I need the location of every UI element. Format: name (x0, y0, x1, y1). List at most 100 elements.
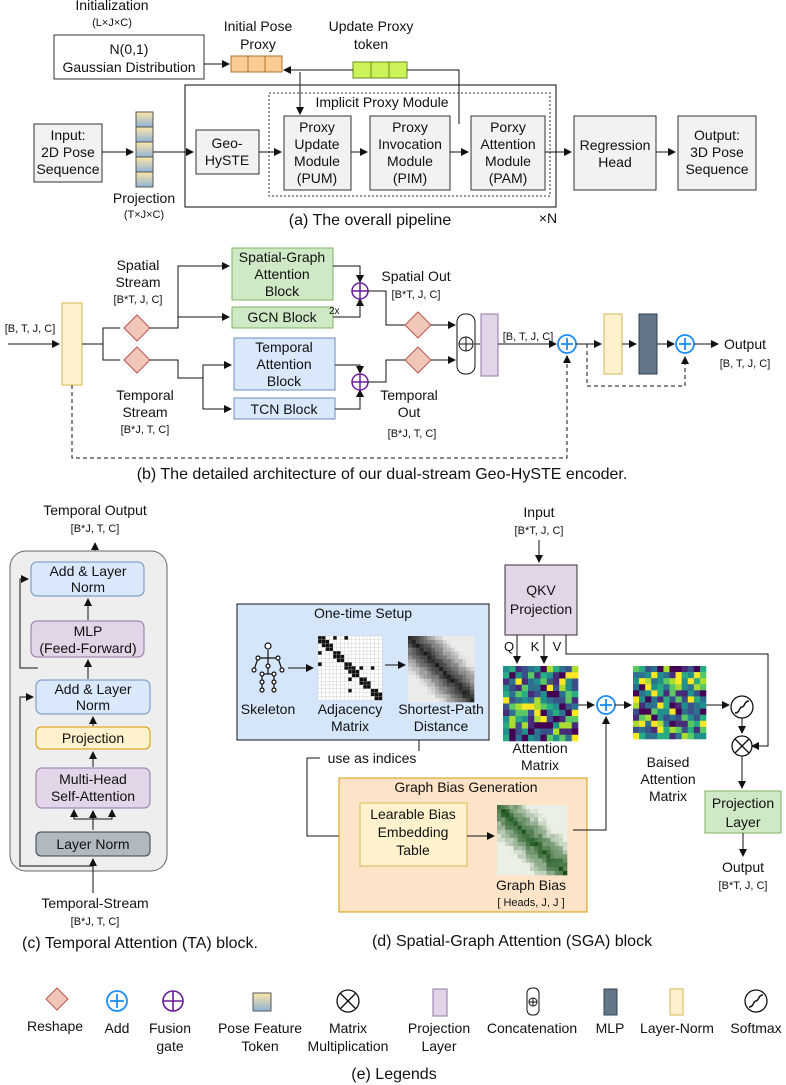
matrix-cell (505, 870, 510, 876)
matrix-cell (534, 862, 539, 868)
matrix-cell (344, 658, 349, 663)
line-to-temporal-reshape (102, 344, 120, 361)
matrix-cell (513, 842, 518, 847)
matrix-cell (366, 658, 372, 663)
matrix-cell (529, 805, 535, 810)
matrix-cell (657, 726, 664, 734)
legend-layernorm-label: Layer-Norm (640, 1020, 714, 1036)
matrix-cell (355, 673, 360, 678)
input-2d-label-2: 2D Pose (41, 144, 95, 160)
matrix-cell (363, 643, 368, 648)
matrix-cell (329, 639, 334, 644)
matrix-cell (427, 651, 432, 656)
matrix-cell (419, 670, 424, 676)
matrix-cell (347, 658, 353, 663)
matrix-cell (633, 666, 640, 673)
matrix-cell (497, 862, 502, 868)
matrix-cell (546, 825, 551, 831)
matrix-cell (501, 850, 506, 855)
matrix-cell (325, 658, 330, 663)
matrix-cell (374, 681, 379, 686)
matrix-cell (559, 734, 566, 742)
matrix-cell (431, 636, 436, 641)
matrix-cell (366, 688, 372, 693)
matrix-cell (415, 639, 420, 645)
matrix-cell (325, 665, 330, 671)
matrix-cell (446, 694, 451, 699)
matrix-cell (675, 732, 682, 740)
matrix-cell (317, 635, 323, 641)
matrix-cell (534, 854, 539, 859)
matrix-cell (378, 635, 383, 641)
matrix-cell (415, 678, 420, 683)
matrix-cell (515, 722, 523, 729)
matrix-cell (693, 696, 701, 703)
matrix-cell (554, 850, 560, 855)
matrix-cell (546, 842, 551, 847)
matrix-cell (542, 858, 547, 863)
matrix-cell (454, 667, 459, 672)
matrix-cell (521, 862, 527, 868)
matrix-cell (454, 682, 459, 687)
matrix-cell (374, 669, 379, 675)
matrix-cell (374, 643, 379, 648)
matrix-cell (497, 842, 502, 847)
matrix-cell (645, 696, 652, 703)
matrix-cell (546, 722, 554, 729)
matrix-cell (408, 694, 413, 699)
matrix-cell (431, 651, 436, 656)
encoder-add-2 (675, 334, 695, 354)
matrix-cell (370, 681, 375, 686)
matrix-cell (351, 643, 357, 648)
matrix-cell (521, 728, 529, 736)
matrix-cell (669, 690, 676, 697)
projection-label: Projection (113, 190, 175, 206)
projection-tokens (135, 111, 154, 188)
matrix-cell (419, 686, 424, 691)
matrix-cell (458, 670, 463, 676)
matrix-cell (669, 702, 676, 709)
matrix-cell (542, 825, 547, 831)
matrix-cell (366, 662, 372, 667)
legend-mlp-icon (603, 988, 618, 1016)
matrix-cell (454, 698, 459, 703)
temporal-stream-dims: [B*J, T, C] (121, 424, 170, 436)
matrix-cell (366, 684, 372, 690)
matrix-cell (525, 821, 531, 826)
matrix-cell (466, 674, 471, 679)
matrix-cell (542, 813, 547, 818)
matrix-cell (558, 813, 564, 818)
matrix-cell (693, 672, 701, 679)
matrix-cell (517, 805, 523, 810)
matrix-cell (546, 850, 551, 855)
matrix-cell (497, 805, 502, 810)
matrix-cell (699, 690, 707, 697)
matrix-cell (370, 654, 375, 660)
spd-label-1: Shortest-Path (398, 701, 484, 717)
matrix-cell (651, 732, 658, 740)
ta-input-dims: [B*J, T, C] (71, 916, 120, 928)
panel-a-pipeline: Initialization (L×J×C) N(0,1) Gaussian D… (33, 0, 757, 229)
matrix-cell (513, 805, 518, 810)
ta-layernorm-box (35, 831, 151, 857)
biased-attention-matrix-heatmap (633, 666, 707, 740)
matrix-cell (534, 825, 539, 831)
matrix-cell (538, 842, 543, 847)
matrix-cell (565, 666, 573, 673)
matrix-cell (651, 678, 658, 685)
encoder-output-label: Output (724, 336, 766, 352)
matrix-cell (336, 673, 342, 678)
matrix-cell (550, 858, 555, 863)
legend-add-label: Add (105, 1020, 130, 1036)
matrix-cell (466, 651, 471, 656)
gaussian-label-1: N(0,1) (110, 41, 149, 57)
matrix-cell (355, 654, 360, 660)
matrix-cell (423, 698, 428, 703)
matrix-cell (439, 659, 444, 664)
matrix-cell (442, 663, 448, 668)
matrix-cell (663, 714, 670, 722)
matrix-cell (458, 647, 463, 652)
matrix-cell (329, 692, 334, 697)
matrix-cell (366, 673, 372, 678)
